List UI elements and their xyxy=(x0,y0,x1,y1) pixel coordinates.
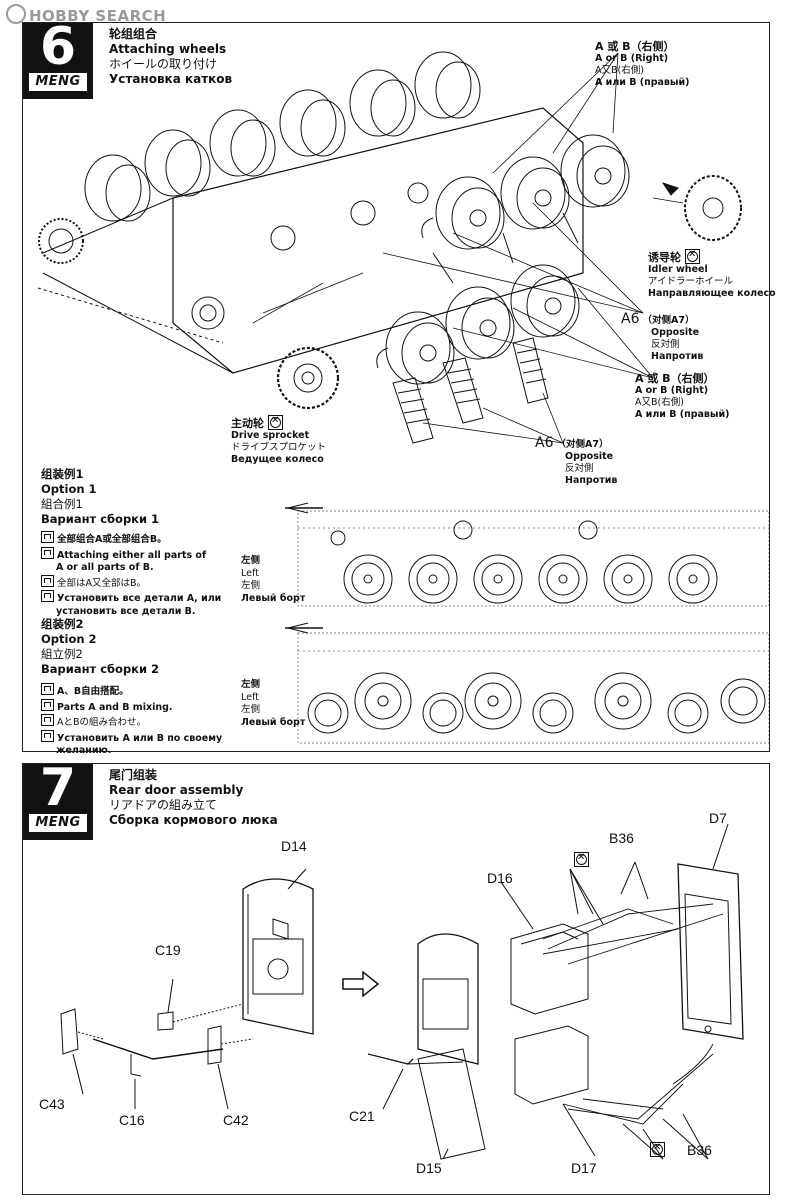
hobby-search-logo-icon xyxy=(6,4,26,24)
label-c43: C43 xyxy=(39,1096,65,1112)
step-6-panel: 6 MENG 轮组组合 Attaching wheels ホイールの取り付け У… xyxy=(22,17,776,756)
part-c19 xyxy=(157,1011,174,1031)
label-d7: D7 xyxy=(709,810,727,826)
step-7-badge: 7 MENG xyxy=(23,758,93,840)
label-c16: C16 xyxy=(119,1112,145,1128)
option-1-side-label: 左侧 Left 左側 Левый борт xyxy=(241,555,306,604)
note-icon xyxy=(41,590,54,602)
part-d15 xyxy=(417,1048,486,1160)
part-c43 xyxy=(60,1008,79,1055)
right-wheel-group-top xyxy=(421,134,630,284)
callout-ab-right-top: A 或 B（右侧） A or B (Right) A又B(右側) A или B… xyxy=(595,40,690,89)
callout-a6-upper: A6 （对侧A7） Opposite 反対側 Напротив xyxy=(621,311,704,362)
option-1-heading: 组装例1 Option 1 組合例1 Вариант сборки 1 xyxy=(41,467,160,526)
label-c42: C42 xyxy=(223,1112,249,1128)
part-d17 xyxy=(514,1025,589,1105)
note-icon xyxy=(41,546,54,559)
label-b36-bottom: B36 xyxy=(687,1142,712,1158)
note-icon xyxy=(41,574,54,587)
note-icon xyxy=(41,714,54,726)
rear-door-diagram xyxy=(60,823,744,1160)
callout-ab-right-mid: A 或 B（右侧） A or B (Right) A又B(右側) A или B… xyxy=(635,372,730,421)
part-c42 xyxy=(207,1025,222,1065)
label-d17: D17 xyxy=(571,1160,597,1176)
option-2-side-label: 左侧 Left 左側 Левый борт xyxy=(241,679,306,728)
step-7-panel: 7 MENG 尾门组装 Rear door assembly リアドアの組み立て… xyxy=(22,758,770,1195)
label-b36-top: B36 xyxy=(609,830,634,846)
wheels-exploded-diagram xyxy=(37,51,769,744)
step-6-badge: 6 MENG xyxy=(23,17,93,99)
right-wheel-group-mid xyxy=(376,264,580,385)
part-c16 xyxy=(92,1038,224,1060)
label-d16: D16 xyxy=(487,870,513,886)
do-not-glue-icon xyxy=(650,1142,665,1157)
door-d14 xyxy=(242,878,314,1035)
brand-logo: MENG xyxy=(29,73,87,91)
callout-a6-lower: A6 （对侧A7） Opposite 反対側 Напротив xyxy=(535,435,618,486)
label-c19: C19 xyxy=(155,942,181,958)
idler-wheel xyxy=(684,175,742,241)
option-2-notes: A、B自由搭配。 Parts A and B mixing. AとBの組み合わせ… xyxy=(41,683,222,758)
do-not-glue-icon xyxy=(685,249,700,264)
drive-sprocket xyxy=(276,346,340,410)
upper-road-wheels xyxy=(84,51,481,222)
label-d15: D15 xyxy=(416,1160,442,1176)
do-not-glue-icon xyxy=(574,852,589,867)
label-d14: D14 xyxy=(281,838,307,854)
step-number: 6 xyxy=(39,17,77,77)
do-not-glue-icon xyxy=(268,415,283,430)
part-b36-rods xyxy=(542,903,724,1125)
option-1-notes: 全部组合A或全部组合B。 Attaching either all parts … xyxy=(41,531,221,618)
callout-drive-sprocket: 主动轮 Drive sprocket ドライブスプロケット Ведущее ко… xyxy=(231,415,326,466)
option-1-side-view xyxy=(285,502,769,607)
note-icon xyxy=(41,698,54,711)
step-7-titles: 尾门组装 Rear door assembly リアドアの組み立て Сборка… xyxy=(109,768,278,827)
watermark: HOBBY SEARCH xyxy=(6,4,166,25)
part-d16 xyxy=(510,923,589,1015)
brand-logo: MENG xyxy=(29,814,87,832)
part-d7 xyxy=(677,863,744,1040)
door-assembly-right xyxy=(367,933,479,1065)
step-number: 7 xyxy=(39,758,77,818)
note-icon xyxy=(41,729,54,742)
option-2-heading: 组装例2 Option 2 組立例2 Вариант сборки 2 xyxy=(41,617,160,676)
note-icon xyxy=(41,683,54,695)
note-icon xyxy=(41,531,54,543)
label-c21: C21 xyxy=(349,1108,375,1124)
callout-idler-wheel: 诱导轮 Idler wheel アイドラーホイール Направляющее к… xyxy=(648,249,776,300)
suspension-springs xyxy=(392,337,549,444)
option-2-side-view xyxy=(285,622,769,744)
step-6-titles: 轮组组合 Attaching wheels ホイールの取り付け Установк… xyxy=(109,27,233,86)
